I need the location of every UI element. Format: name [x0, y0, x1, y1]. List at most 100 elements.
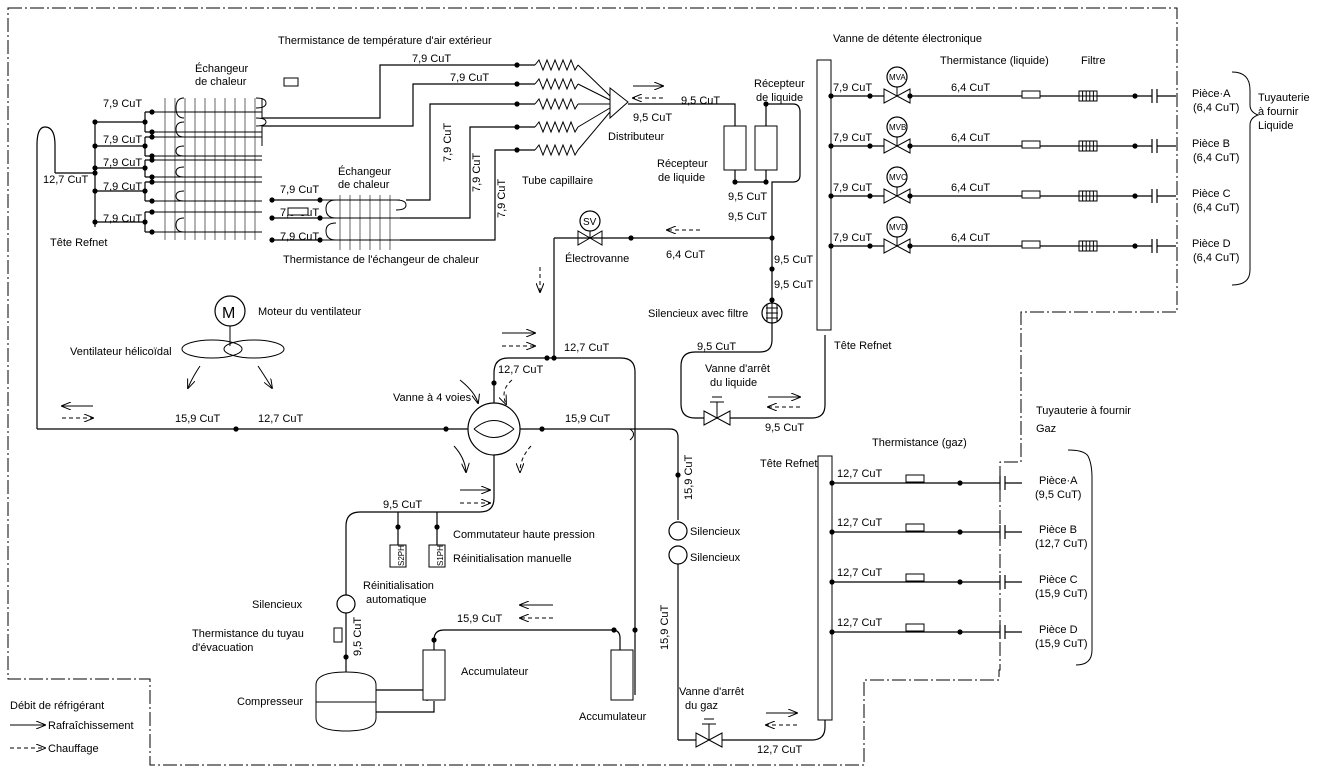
room-name-label: Pièce·A [1039, 475, 1078, 487]
filtre-label: Filtre [1081, 55, 1105, 67]
room-name-label: Pièce D [1039, 624, 1078, 636]
refnet-header-left: 7,9 CuT 7,9 CuT 7,9 CuT 7,9 CuT 7,9 CuT … [36, 98, 155, 429]
pipe-size-label: 6,4 CuT [951, 132, 990, 144]
reinit-manuelle-label: Réinitialisation manuelle [453, 553, 572, 565]
electrovanne-label: Électrovanne [565, 252, 629, 265]
thermistor-icon [1021, 90, 1041, 99]
pipe-size-label: 15,9 CuT [659, 604, 671, 650]
fan-motor: M Moteur du ventilateur Ventilateur héli… [70, 295, 362, 388]
room-size-label: (6,4 CuT) [1193, 202, 1239, 214]
pipe-size-label: 9,5 CuT [697, 341, 736, 353]
room-size-label: (15,9 CuT) [1035, 638, 1088, 650]
commutateur-label: Commutateur haute pression [453, 529, 595, 541]
pipe-size-label: 7,9 CuT [103, 213, 142, 225]
moteur-label: Moteur du ventilateur [258, 306, 362, 318]
vanne-4-label: Vanne à 4 voies [393, 392, 472, 404]
room-size-label: (12,7 CuT) [1035, 538, 1088, 550]
room-name-label: Pièce C [1192, 188, 1231, 200]
pipe-size-label: 6,4 CuT [951, 232, 990, 244]
tete-refnet-left-label: Tête Refnet [50, 237, 107, 249]
pipe-size-label: 12,7 CuT [837, 617, 883, 629]
pipe-size-label: 7,9 CuT [280, 231, 319, 243]
thermistor-icon [287, 207, 309, 216]
thermistor-icon [1021, 240, 1041, 249]
pipe-size-label: 7,9 CuT [103, 157, 142, 169]
pipe-size-label: 12,7 CuT [837, 468, 883, 480]
pipe-size-label: 12,7 CuT [498, 364, 544, 376]
compresseur-label: Compresseur [237, 696, 303, 708]
thermistor-icon [905, 573, 925, 582]
room-name-label: Pièce B [1039, 524, 1077, 536]
pipe-size-label: 12,7 CuT [837, 567, 883, 579]
pipe-size-label: 9,5 CuT [774, 254, 813, 266]
pipe-size-label: 7,9 CuT [103, 181, 142, 193]
ventilateur-label: Ventilateur hélicoïdal [70, 346, 172, 358]
legend-title: Débit de réfrigérant [10, 700, 104, 712]
pipe-size-label: 9,5 CuT [774, 279, 813, 291]
gas-branch-row: 12,7 CuT Pièce D (15,9 CuT) [829, 617, 1088, 650]
pipe-size-label: 7,9 CuT [103, 134, 142, 146]
pipe-size-label: 9,5 CuT [728, 191, 767, 203]
thermistor-icon [1021, 190, 1041, 199]
sv-label: SV [583, 217, 597, 228]
mv-label: MVA [889, 73, 906, 82]
pipe-size-label: 7,9 CuT [450, 72, 489, 84]
legend: Débit de réfrigérant Rafraîchissement Ch… [10, 700, 134, 755]
s2ph-label: S2PH [397, 545, 406, 566]
pipe-size-label: 6,4 CuT [951, 182, 990, 194]
pipe-size-label: 7,9 CuT [471, 153, 483, 192]
therm-liquide-label: Thermistance (liquide) [940, 55, 1049, 67]
silencieux-b-label: Silencieux [690, 552, 741, 564]
filter-icon [1078, 190, 1098, 202]
room-name-label: Pièce D [1192, 238, 1231, 250]
pipe-size-label: 7,9 CuT [412, 53, 451, 65]
therm-air-ext-label: Thermistance de température d'air extéri… [278, 35, 492, 47]
room-size-label: (6,4 CuT) [1193, 102, 1239, 114]
liquid-branch-row: 7,9 CuT MVD 6,4 CuT Pièce D (6,4 CuT) [828, 216, 1239, 264]
pipe-size-label: 9,5 CuT [765, 422, 804, 434]
mv-label: MVC [889, 173, 907, 182]
mv-label: MVD [889, 223, 907, 232]
s1ph-label: S1PH [436, 545, 445, 566]
pipe-size-label: 9,5 CuT [383, 499, 422, 511]
room-size-label: (6,4 CuT) [1193, 252, 1239, 264]
pipe-size-label: 15,9 CuT [683, 454, 695, 500]
pressure-switches: S2PH S1PH Commutateur haute pression Réi… [363, 512, 595, 606]
pipe-size-label: 7,9 CuT [103, 98, 142, 110]
pipe-size-label: 7,9 CuT [833, 232, 872, 244]
pipe-size-label: 9,5 CuT [728, 211, 767, 223]
thermistor-icon [283, 77, 299, 87]
pipe-size-label: 7,9 CuT [496, 179, 508, 218]
four-way-valve-circuit: 15,9 CuT 12,7 CuT Vanne à 4 voies 12,7 C… [37, 333, 741, 740]
silencieux-filtre-label: Silencieux avec filtre [648, 308, 748, 320]
pipe-size-label: 9,5 CuT [633, 112, 672, 124]
pipe-size-label: 9,5 CuT [352, 617, 364, 656]
pipe-size-label: 12,7 CuT [258, 413, 304, 425]
tube-capillaire-label: Tube capillaire [522, 175, 593, 187]
pipe-size-label: 12,7 CuT [757, 744, 803, 756]
pipe-size-label: 7,9 CuT [280, 184, 319, 196]
refnet-header-gas: Tête Refnet Thermistance (gaz) Tuyauteri… [760, 405, 1131, 721]
filter-icon [1078, 240, 1098, 252]
room-size-label: (6,4 CuT) [1193, 152, 1239, 164]
mv-label: MVB [889, 123, 906, 132]
capillary-feed-lines: 7,9 CuT 7,9 CuT 7,9 CuT 7,9 CuT 7,9 CuT … [262, 35, 520, 241]
evv-label: Vanne de détente électronique [833, 33, 982, 45]
room-name-label: Pièce C [1039, 574, 1078, 586]
liquid-main-line: 9,5 CuT 9,5 CuT Silencieux avec filtre 9… [648, 254, 826, 434]
legend-heating: Chauffage [48, 743, 99, 755]
